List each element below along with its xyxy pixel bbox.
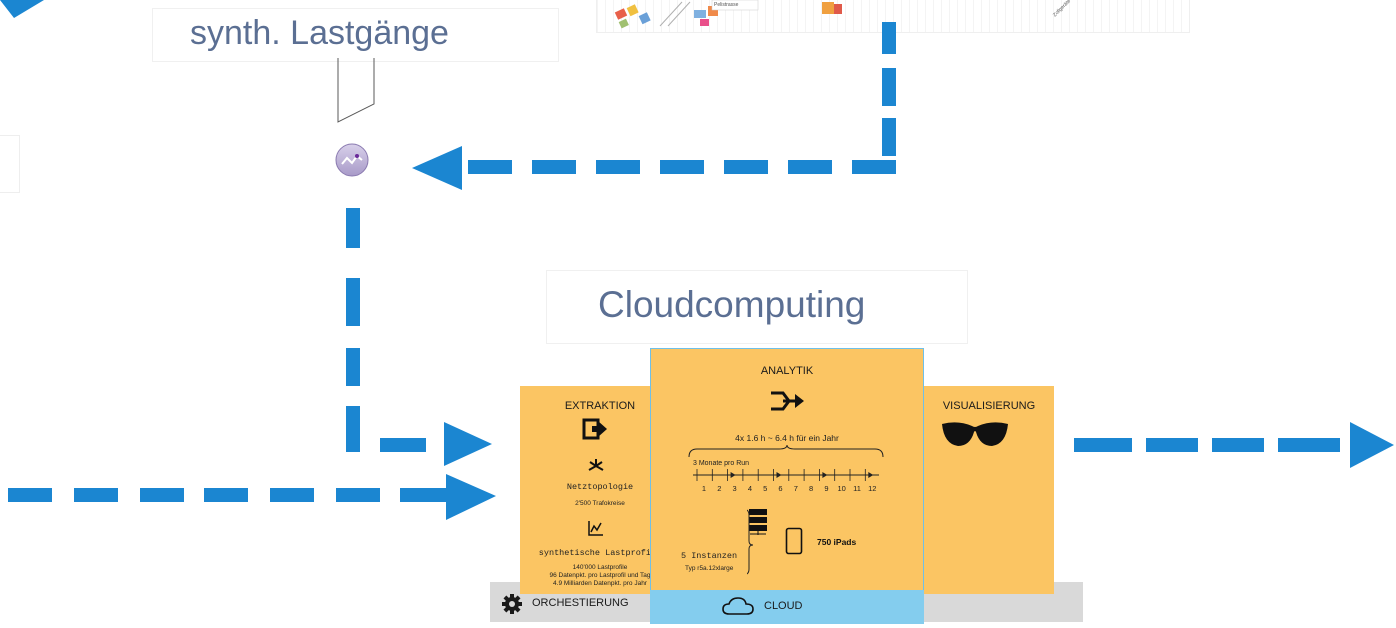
datenpunkte-jahr: 4.9 Milliarden Datenpkt. pro Jahr (553, 580, 647, 587)
month-label: 4 (748, 484, 752, 493)
month-label: 8 (809, 484, 813, 493)
synth-lastgaenge-label: synth. Lastgänge (190, 14, 449, 52)
run-arrow (730, 472, 736, 478)
dashed-line-vertical-right (882, 22, 896, 156)
orchestrierung-label: ORCHESTIERUNG (532, 597, 629, 609)
month-label: 7 (794, 484, 798, 493)
dashed-line-output (1074, 438, 1340, 452)
run-arrow (868, 472, 874, 478)
server-icon (749, 509, 767, 535)
gear-icon (502, 594, 522, 614)
instanz-typ-label: Typ r5a.12xlarge (685, 565, 734, 572)
document-connector-shape (337, 58, 375, 123)
analytik-title: ANALYTIK (760, 365, 814, 377)
analytik-card: ANALYTIK 4x 1.6 h ~ 6.4 h für ein Jahr 1… (650, 348, 924, 592)
month-label: 11 (853, 484, 861, 493)
run-arrow (822, 472, 828, 478)
month-label: 12 (868, 484, 876, 493)
gear-icon-svg (502, 594, 522, 614)
wave-icon-svg (335, 143, 369, 177)
map-thumbnail: Pelistrasse (610, 0, 860, 32)
netztopologie-label: Netztopologie (566, 482, 634, 492)
datenpunkte-tag: 96 Datenpkt. pro Lastprofil und Tag (549, 572, 651, 579)
arrowhead-top-left (0, 0, 44, 18)
tablet-icon (785, 527, 803, 555)
map-label-1: Pelistrasse (714, 2, 739, 8)
visualisierung-card: VISUALISIERUNG (920, 386, 1054, 594)
cloud-label: CLOUD (764, 600, 803, 612)
synthetische-lastprofile-label: synthetische Lastprofile (538, 548, 662, 558)
asterisk-icon (588, 459, 604, 471)
arrowhead-output (1350, 422, 1394, 468)
sunglasses-icon (942, 422, 1008, 446)
duration-label: 4x 1.6 h ~ 6.4 h für ein Jahr (735, 433, 839, 443)
visualisierung-title: VISUALISIERUNG (942, 400, 1036, 412)
synth-label-box (152, 8, 559, 62)
month-label: 5 (763, 484, 767, 493)
wave-icon (334, 142, 370, 178)
dashed-line-bottom-left (8, 488, 446, 502)
cloud-icon (722, 597, 754, 615)
months-label: 3 Monate pro Run (693, 460, 750, 467)
line-chart-icon (588, 521, 603, 536)
cloud-title-box (546, 270, 968, 344)
trafokreise-label: 2'500 Trafokreise (575, 500, 625, 507)
shuffle-icon (771, 391, 804, 411)
month-label: 1 (702, 484, 706, 493)
dashed-line-vertical-left (346, 208, 360, 452)
month-label: 6 (778, 484, 782, 493)
lastprofile-count: 140'000 Lastprofile (572, 564, 628, 571)
arrowhead-to-extraktion-upper (444, 422, 492, 466)
instanzen-label: 5 Instanzen (681, 551, 738, 561)
run-arrow (776, 472, 782, 478)
cloud-bar (650, 590, 924, 624)
month-label: 2 (717, 484, 721, 493)
extraktion-card: EXTRAKTION Netztopologie 2'500 Trafokrei… (520, 386, 661, 594)
ipads-label: 750 iPads (817, 537, 857, 547)
group-bracket (747, 509, 754, 575)
dashed-line-horizontal-top (468, 160, 896, 174)
left-edge-box (0, 135, 20, 193)
arrowhead-to-extraktion-lower (446, 474, 496, 520)
extraktion-title: EXTRAKTION (564, 400, 636, 412)
month-label: 10 (838, 484, 846, 493)
arrowhead-to-wave (412, 146, 462, 190)
month-label: 3 (733, 484, 737, 493)
month-label: 9 (824, 484, 828, 493)
exit-icon (582, 418, 607, 440)
map-shapes (614, 0, 842, 29)
cloudcomputing-title: Cloudcomputing (598, 284, 866, 325)
